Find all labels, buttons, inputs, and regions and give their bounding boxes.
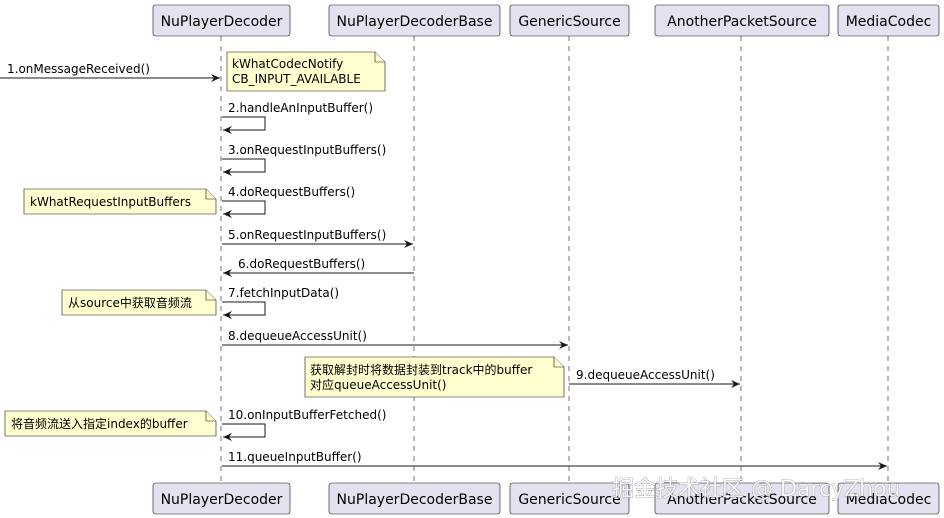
message-5[interactable]: 5.onRequestInputBuffers() xyxy=(222,228,413,248)
svg-text:5.onRequestInputBuffers(): 5.onRequestInputBuffers() xyxy=(228,228,386,242)
participant-nuplayerdecoderbase-bottom[interactable]: NuPlayerDecoderBase xyxy=(328,482,501,515)
svg-text:10.onInputBufferFetched(): 10.onInputBufferFetched() xyxy=(228,408,386,422)
message-4[interactable]: 4.doRequestBuffers() xyxy=(222,185,355,218)
note-codec-notify: kWhatCodecNotify CB_INPUT_AVAILABLE xyxy=(226,51,386,92)
svg-text:NuPlayerDecoderBase: NuPlayerDecoderBase xyxy=(337,492,493,508)
svg-text:GenericSource: GenericSource xyxy=(518,14,620,30)
svg-text:kWhatRequestInputBuffers: kWhatRequestInputBuffers xyxy=(30,195,191,209)
svg-text:GenericSource: GenericSource xyxy=(518,492,620,508)
message-11[interactable]: 11.queueInputBuffer() xyxy=(222,450,887,470)
svg-text:对应queueAccessUnit(): 对应queueAccessUnit() xyxy=(310,377,446,392)
svg-text:NuPlayerDecoder: NuPlayerDecoder xyxy=(161,14,283,30)
messages: 1.onMessageReceived() 2.handleAnInputBuf… xyxy=(0,62,887,470)
notes: kWhatCodecNotify CB_INPUT_AVAILABLE kWha… xyxy=(4,51,565,437)
note-request-input-buffers: kWhatRequestInputBuffers xyxy=(23,188,217,215)
svg-text:从source中获取音频流: 从source中获取音频流 xyxy=(68,295,192,310)
lifelines xyxy=(220,36,889,483)
participant-genericsource-top[interactable]: GenericSource xyxy=(509,4,630,37)
svg-text:NuPlayerDecoderBase: NuPlayerDecoderBase xyxy=(337,14,493,30)
svg-text:AnotherPacketSource: AnotherPacketSource xyxy=(667,14,817,30)
note-track-buffer: 获取解封时将数据封装到track中的buffer 对应queueAccessUn… xyxy=(304,356,565,398)
participant-genericsource-bottom[interactable]: GenericSource xyxy=(509,482,630,515)
participant-nuplayerdecoderbase-top[interactable]: NuPlayerDecoderBase xyxy=(328,4,501,37)
svg-text:6.doRequestBuffers(): 6.doRequestBuffers() xyxy=(238,257,365,271)
svg-text:NuPlayerDecoder: NuPlayerDecoder xyxy=(161,492,283,508)
note-send-to-buffer: 将音频流送入指定index的buffer xyxy=(4,410,217,437)
svg-text:获取解封时将数据封装到track中的buffer: 获取解封时将数据封装到track中的buffer xyxy=(310,362,532,377)
participants-top: NuPlayerDecoder NuPlayerDecoderBase Gene… xyxy=(152,4,940,37)
participant-nuplayerdecoder-top[interactable]: NuPlayerDecoder xyxy=(152,4,291,37)
message-10[interactable]: 10.onInputBufferFetched() xyxy=(222,408,386,441)
participant-anotherpacketsource-bottom[interactable]: AnotherPacketSource xyxy=(654,482,830,515)
svg-text:CB_INPUT_AVAILABLE: CB_INPUT_AVAILABLE xyxy=(232,72,361,86)
message-3[interactable]: 3.onRequestInputBuffers() xyxy=(222,143,386,176)
svg-text:MediaCodec: MediaCodec xyxy=(846,492,932,508)
svg-text:kWhatCodecNotify: kWhatCodecNotify xyxy=(232,57,343,71)
watermark-text: 掘金技术社区 @ DarcyZhou xyxy=(612,477,901,502)
svg-text:9.dequeueAccessUnit(): 9.dequeueAccessUnit() xyxy=(576,368,715,382)
message-8[interactable]: 8.dequeueAccessUnit() xyxy=(222,329,568,349)
svg-text:AnotherPacketSource: AnotherPacketSource xyxy=(667,492,817,508)
message-9[interactable]: 9.dequeueAccessUnit() xyxy=(569,368,740,388)
svg-text:4.doRequestBuffers(): 4.doRequestBuffers() xyxy=(228,185,355,199)
svg-text:3.onRequestInputBuffers(): 3.onRequestInputBuffers() xyxy=(228,143,386,157)
participant-mediacodec-bottom[interactable]: MediaCodec xyxy=(837,482,940,515)
svg-text:将音频流送入指定index的buffer: 将音频流送入指定index的buffer xyxy=(11,416,188,431)
message-6[interactable]: 6.doRequestBuffers() xyxy=(223,257,414,277)
svg-text:11.queueInputBuffer(): 11.queueInputBuffer() xyxy=(228,450,362,464)
svg-text:2.handleAnInputBuffer(): 2.handleAnInputBuffer() xyxy=(228,101,373,115)
svg-text:7.fetchInputData(): 7.fetchInputData() xyxy=(228,286,339,300)
message-7[interactable]: 7.fetchInputData() xyxy=(222,286,339,319)
note-fetch-av-stream: 从source中获取音频流 xyxy=(61,289,217,316)
participants-bottom: NuPlayerDecoder NuPlayerDecoderBase Gene… xyxy=(152,482,940,515)
svg-text:8.dequeueAccessUnit(): 8.dequeueAccessUnit() xyxy=(228,329,367,343)
message-2[interactable]: 2.handleAnInputBuffer() xyxy=(222,101,373,134)
participant-mediacodec-top[interactable]: MediaCodec xyxy=(837,4,940,37)
svg-text:1.onMessageReceived(): 1.onMessageReceived() xyxy=(7,62,150,76)
participant-anotherpacketsource-top[interactable]: AnotherPacketSource xyxy=(654,4,830,37)
svg-text:MediaCodec: MediaCodec xyxy=(846,14,932,30)
message-1[interactable]: 1.onMessageReceived() xyxy=(0,62,220,82)
participant-nuplayerdecoder-bottom[interactable]: NuPlayerDecoder xyxy=(152,482,291,515)
